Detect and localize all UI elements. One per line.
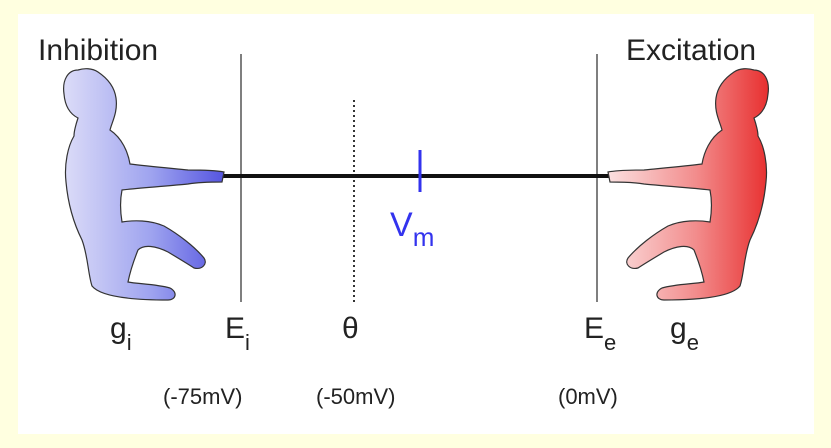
ee-value: (0mV) — [558, 386, 618, 408]
ei-sub: i — [245, 330, 250, 355]
vm-sub: m — [413, 222, 435, 252]
ei-label: Ei — [225, 314, 250, 344]
excitation-label: Excitation — [626, 36, 756, 66]
ge-label: ge — [670, 314, 699, 344]
ge-sub: e — [687, 330, 699, 355]
theta-value: (-50mV) — [316, 386, 395, 408]
gi-main: g — [110, 312, 127, 345]
diagram-panel: Inhibition Excitation Vm gi Ei θ Ee ge (… — [18, 14, 814, 434]
theta-label: θ — [342, 314, 359, 344]
gi-sub: i — [127, 330, 132, 355]
vm-main: V — [390, 206, 413, 244]
gi-label: gi — [110, 314, 132, 344]
ge-main: g — [670, 312, 687, 345]
excitation-figure-icon — [608, 69, 768, 300]
ei-main: E — [225, 312, 245, 345]
vm-label: Vm — [390, 208, 434, 242]
ei-value: (-75mV) — [163, 386, 242, 408]
ee-main: E — [584, 312, 604, 345]
ee-label: Ee — [584, 314, 616, 344]
inhibition-label: Inhibition — [38, 36, 158, 66]
ee-sub: e — [604, 330, 616, 355]
inhibition-figure-icon — [64, 69, 224, 300]
